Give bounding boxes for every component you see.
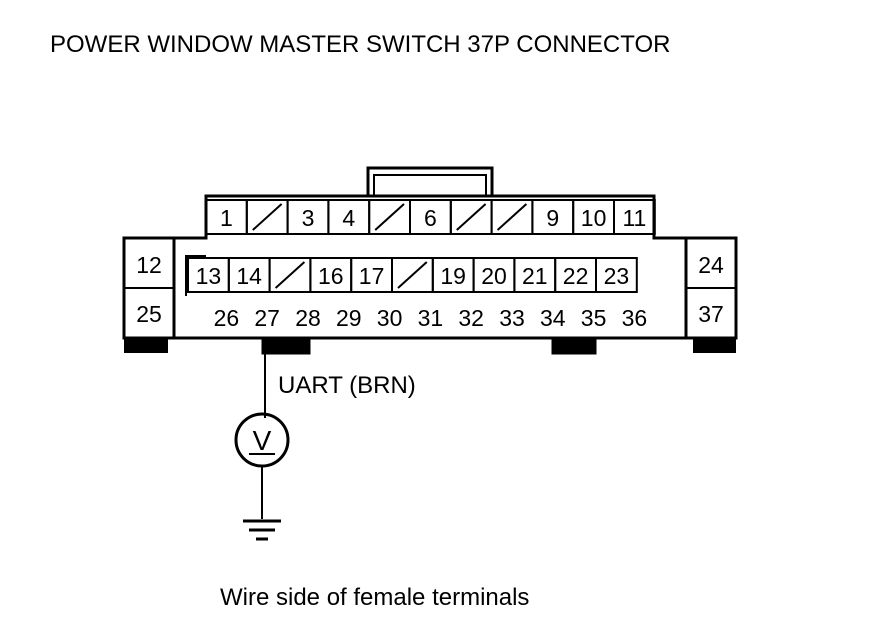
terminal-number: 22	[563, 263, 589, 289]
terminal-24: 24	[698, 252, 724, 278]
terminal-cell: 26	[214, 305, 240, 331]
terminal-cell: 19	[431, 257, 475, 293]
terminal-number: 6	[424, 205, 437, 231]
diagram-title: POWER WINDOW MASTER SWITCH 37P CONNECTOR	[50, 31, 670, 58]
terminal-row-3: 26 27 28 29 30 31 32 33 34 35 36	[214, 305, 648, 331]
terminal-number: 10	[581, 205, 607, 231]
voltmeter-icon: V	[234, 412, 290, 468]
terminal-number: 32	[458, 305, 484, 331]
unused-terminal-slash	[496, 203, 528, 231]
terminal-cell: 32	[458, 305, 484, 331]
terminal-cell: 27	[254, 305, 280, 331]
terminal-row-2: 13 14 16 17 19 20 21 22 23	[187, 257, 638, 293]
terminal-number: 14	[236, 263, 262, 289]
terminal-cell	[368, 199, 412, 235]
terminal-cell: 33	[499, 305, 525, 331]
terminal-cell: 10	[572, 199, 616, 235]
terminal-cell: 9	[531, 199, 575, 235]
diagram-caption: Wire side of female terminals	[220, 584, 529, 611]
terminal-number: 4	[342, 205, 355, 231]
terminal-cell: 28	[295, 305, 321, 331]
terminal-number: 1	[220, 205, 233, 231]
unused-terminal-slash	[274, 261, 306, 289]
terminal-12: 12	[136, 252, 162, 278]
base-gap-2	[309, 338, 553, 353]
terminal-number: 34	[540, 305, 566, 331]
terminal-cell: 13	[187, 257, 230, 293]
terminal-cell: 35	[581, 305, 607, 331]
connector-latch	[366, 166, 494, 198]
base-tab-1	[261, 336, 311, 355]
terminal-number: 23	[604, 263, 630, 289]
terminal-cell: 22	[554, 257, 598, 293]
terminal-25: 25	[136, 301, 162, 327]
terminal-number: 11	[622, 205, 646, 231]
terminal-cell: 4	[327, 199, 371, 235]
terminal-cell: 20	[472, 257, 516, 293]
terminal-cavity	[613, 199, 656, 235]
unused-terminal-slash	[252, 203, 283, 231]
terminal-cell: 11	[613, 199, 656, 235]
voltmeter-symbol: V	[253, 425, 272, 456]
terminal-number: 29	[336, 305, 362, 331]
terminal-cell: 17	[350, 257, 394, 293]
terminal-cell: 1	[205, 199, 248, 235]
terminal-cell: 34	[540, 305, 566, 331]
terminal-cavity	[595, 257, 638, 293]
terminal-cell: 21	[513, 257, 557, 293]
terminal-number: 9	[546, 205, 559, 231]
terminal-cell: 31	[418, 305, 444, 331]
terminal-cell	[449, 199, 493, 235]
terminal-number: 36	[622, 305, 648, 331]
connector-latch-inner	[373, 174, 487, 197]
terminal-cell	[391, 257, 434, 293]
terminal-number: 3	[302, 205, 315, 231]
terminal-cell: 29	[336, 305, 362, 331]
terminal-number: 19	[440, 263, 466, 289]
base-gap-1	[168, 338, 263, 353]
wire-label: UART (BRN)	[278, 372, 416, 399]
terminal-number: 16	[318, 263, 344, 289]
row2-cavity-outline	[185, 255, 206, 296]
terminal-number: 27	[254, 305, 280, 331]
ground-icon	[243, 519, 281, 541]
terminal-cell: 36	[622, 305, 648, 331]
terminal-number: 33	[499, 305, 525, 331]
terminal-number: 30	[377, 305, 403, 331]
terminal-number: 17	[359, 263, 385, 289]
unused-terminal-slash	[374, 203, 405, 231]
terminal-number: 21	[522, 263, 548, 289]
terminal-number: 28	[295, 305, 321, 331]
terminal-cell: 30	[377, 305, 403, 331]
terminal-cell: 16	[309, 257, 353, 293]
terminal-cell: 3	[286, 199, 330, 235]
terminal-number: 35	[581, 305, 607, 331]
terminal-number: 26	[214, 305, 240, 331]
terminal-cell	[245, 199, 289, 235]
terminal-cell	[490, 199, 534, 235]
terminal-number: 13	[196, 263, 222, 289]
terminal-cell: 14	[227, 257, 271, 293]
unused-terminal-slash	[397, 261, 428, 289]
unused-terminal-slash	[456, 203, 487, 231]
terminal-cell: 23	[595, 257, 638, 293]
terminal-number: 20	[481, 263, 507, 289]
terminal-37: 37	[698, 301, 724, 327]
base-tab-2	[551, 336, 597, 355]
terminal-cell: 6	[409, 199, 452, 235]
terminal-row-1: 1 3 4 6 9 10 11	[205, 199, 656, 235]
terminal-cell	[268, 257, 312, 293]
terminal-number: 31	[418, 305, 444, 331]
base-gap-3	[595, 338, 693, 353]
